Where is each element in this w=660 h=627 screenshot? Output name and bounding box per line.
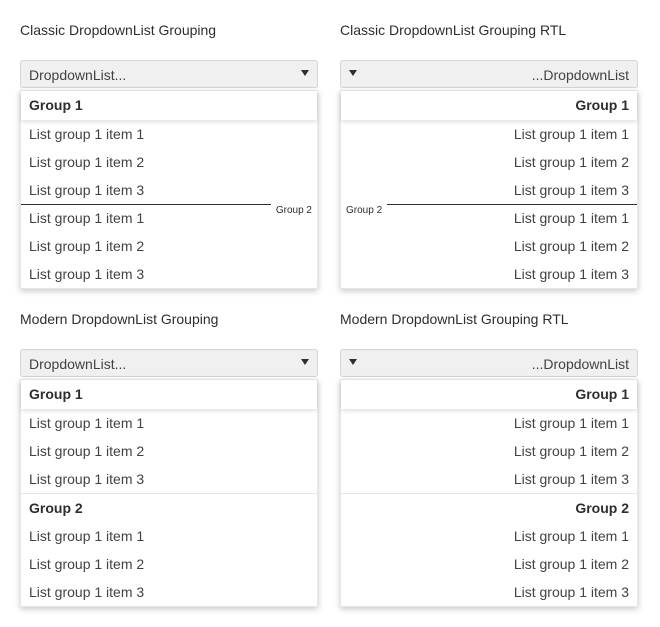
modern-rtl-group-1-header: Group 1 bbox=[341, 380, 637, 409]
list-item[interactable]: List group 1 item 1 bbox=[513, 126, 629, 142]
list-item[interactable]: List group 1 item 3 bbox=[513, 471, 629, 487]
list-item[interactable]: List group 1 item 2 bbox=[513, 238, 629, 254]
list-item[interactable]: List group 1 item 1 bbox=[513, 528, 629, 544]
modern-dropdown[interactable]: DropdownList... bbox=[20, 349, 318, 377]
modern-rtl-group-2-header: Group 2 bbox=[341, 493, 637, 522]
list-item[interactable]: List group 1 item 1 bbox=[29, 126, 145, 142]
modern-group-1-header: Group 1 bbox=[21, 380, 317, 409]
group-divider bbox=[387, 204, 637, 205]
list-item[interactable]: List group 1 item 2 bbox=[513, 154, 629, 170]
modern-rtl-dropdown[interactable]: ...DropdownList bbox=[340, 349, 638, 377]
list-item[interactable]: List group 1 item 3 bbox=[513, 584, 629, 600]
list-item[interactable]: List group 1 item 2 bbox=[29, 238, 145, 254]
group-divider bbox=[21, 204, 271, 205]
classic-group-1-header: Group 1 bbox=[21, 91, 317, 120]
list-item[interactable]: List group 1 item 3 bbox=[29, 266, 145, 282]
modern-dropdown-value: DropdownList... bbox=[29, 356, 127, 372]
list-item[interactable]: List group 1 item 3 bbox=[29, 471, 145, 487]
classic-rtl-dropdown[interactable]: ...DropdownList bbox=[340, 60, 638, 88]
classic-rtl-dropdown-value: ...DropdownList bbox=[531, 67, 629, 83]
list-item[interactable]: List group 1 item 1 bbox=[513, 415, 629, 431]
caret-down-icon[interactable] bbox=[349, 70, 357, 76]
list-item[interactable]: List group 1 item 2 bbox=[29, 556, 145, 572]
caret-down-icon[interactable] bbox=[301, 359, 309, 365]
classic-rtl-group-2-label: Group 2 bbox=[346, 205, 383, 216]
modern-rtl-dropdown-popup: Group 1 List group 1 item 1 List group 1… bbox=[340, 379, 638, 607]
caret-down-icon[interactable] bbox=[301, 70, 309, 76]
classic-dropdown-value: DropdownList... bbox=[29, 67, 127, 83]
modern-rtl-dropdown-value: ...DropdownList bbox=[531, 356, 629, 372]
list-item[interactable]: List group 1 item 2 bbox=[29, 154, 145, 170]
list-item[interactable]: List group 1 item 2 bbox=[513, 443, 629, 459]
list-item[interactable]: List group 1 item 3 bbox=[29, 182, 145, 198]
list-item[interactable]: List group 1 item 1 bbox=[29, 415, 145, 431]
list-item[interactable]: List group 1 item 3 bbox=[513, 266, 629, 282]
classic-rtl-group-1-header: Group 1 bbox=[341, 91, 637, 120]
list-item[interactable]: List group 1 item 3 bbox=[29, 584, 145, 600]
list-item[interactable]: List group 1 item 1 bbox=[29, 210, 145, 226]
classic-section-title: Classic DropdownList Grouping bbox=[20, 22, 217, 38]
list-item[interactable]: List group 1 item 1 bbox=[513, 210, 629, 226]
caret-down-icon[interactable] bbox=[349, 359, 357, 365]
classic-rtl-dropdown-popup: Group 1 List group 1 item 1 List group 1… bbox=[340, 90, 638, 289]
list-item[interactable]: List group 1 item 1 bbox=[29, 528, 145, 544]
modern-dropdown-popup: Group 1 List group 1 item 1 List group 1… bbox=[20, 379, 318, 607]
list-item[interactable]: List group 1 item 2 bbox=[513, 556, 629, 572]
classic-dropdown-popup: Group 1 List group 1 item 1 List group 1… bbox=[20, 90, 318, 289]
list-item[interactable]: List group 1 item 2 bbox=[29, 443, 145, 459]
classic-dropdown[interactable]: DropdownList... bbox=[20, 60, 318, 88]
modern-rtl-section-title: Modern DropdownList Grouping RTL bbox=[340, 311, 569, 327]
modern-section-title: Modern DropdownList Grouping bbox=[20, 311, 219, 327]
list-item[interactable]: List group 1 item 3 bbox=[513, 182, 629, 198]
classic-group-2-label: Group 2 bbox=[275, 205, 312, 216]
modern-group-2-header: Group 2 bbox=[21, 493, 317, 522]
classic-rtl-section-title: Classic DropdownList Grouping RTL bbox=[340, 22, 567, 38]
